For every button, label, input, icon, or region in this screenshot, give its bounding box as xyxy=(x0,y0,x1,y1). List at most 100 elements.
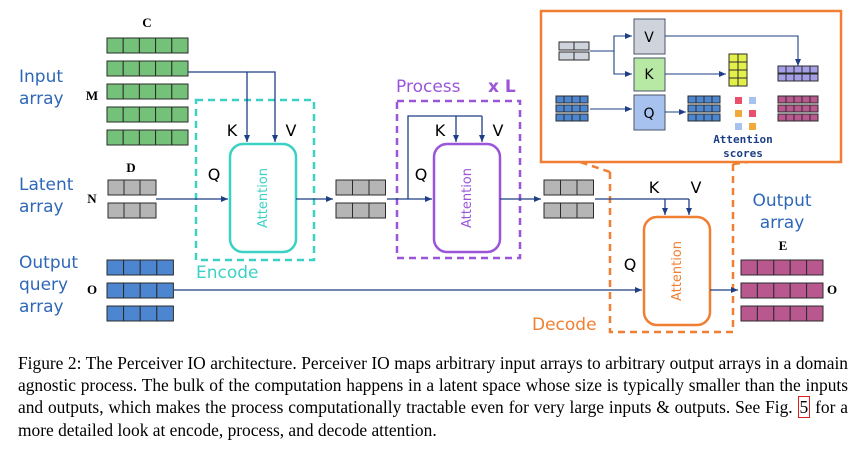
process-attention-block xyxy=(432,142,502,254)
inset-v-box xyxy=(633,18,666,55)
inset-score-cell xyxy=(735,110,742,117)
dim-e-label: E xyxy=(779,238,788,253)
inset-k-out-row xyxy=(728,53,748,63)
inset-v-out-cell xyxy=(793,65,803,74)
inset-v-out-row xyxy=(777,65,819,74)
input-array-cell xyxy=(171,83,189,100)
input-array-row xyxy=(106,106,189,123)
query-array-cell xyxy=(156,305,174,322)
inset-q-input-cell xyxy=(563,113,573,122)
inset-kv-input-row xyxy=(558,51,590,61)
input-array-cell xyxy=(171,37,189,54)
inset-score-cell xyxy=(749,123,756,130)
input-array-cell xyxy=(106,37,124,54)
inset-q-input-cell xyxy=(571,104,581,113)
process-k-label: K xyxy=(435,121,446,140)
inset-v-out-cell xyxy=(809,73,819,82)
inset-score-cell xyxy=(735,123,742,130)
inset-out-cell xyxy=(793,95,803,104)
inset-frame xyxy=(539,9,843,164)
latent-mid1-row xyxy=(335,202,386,219)
input-array-cell xyxy=(122,37,140,54)
caption-text-2: for a more detailed look at encode, proc… xyxy=(18,397,848,440)
inset-out-cell xyxy=(777,113,787,122)
inset-out-cell xyxy=(801,95,811,104)
input-array-row xyxy=(106,83,189,100)
output-array-row xyxy=(740,282,824,299)
query-array-label-3: array xyxy=(19,297,64,317)
inset-k-out-row xyxy=(728,69,748,79)
query-array-row xyxy=(106,259,174,276)
figure-reference-link[interactable]: 5 xyxy=(797,396,811,419)
inset-out-cell xyxy=(809,113,819,122)
latent-mid2-row xyxy=(543,202,594,219)
inset-out-cell xyxy=(801,104,811,113)
latent-array-after-process xyxy=(543,179,594,219)
latent-mid1-cell xyxy=(352,202,370,219)
decode-attention-block xyxy=(642,215,712,327)
inset-q-input-cell xyxy=(579,113,589,122)
process-title: Process xyxy=(396,77,461,97)
inset-q-input-cell xyxy=(555,95,565,104)
inset-q-out-row xyxy=(687,104,721,113)
input-array-grid xyxy=(106,37,189,146)
inset-k-out-row xyxy=(728,61,748,71)
latent-array-after-encode xyxy=(335,179,386,219)
input-array-cell xyxy=(138,129,157,146)
inset-q-input-cell xyxy=(579,95,589,104)
inset-q-input-row xyxy=(555,113,589,122)
input-array-cell xyxy=(122,60,140,77)
inset-k-out-cell xyxy=(737,69,748,79)
decode-attention-label: Attention xyxy=(670,241,685,301)
inset-k-out-cell xyxy=(737,53,748,63)
input-array-cell xyxy=(155,106,173,123)
query-array-label-1: Output xyxy=(19,253,78,273)
output-array-cell xyxy=(756,259,775,276)
input-array-cell xyxy=(138,106,157,123)
latent-mid1-cell xyxy=(335,179,353,196)
input-array-cell xyxy=(122,83,140,100)
inset-v-out-cell xyxy=(809,65,819,74)
inset-q-input-cell xyxy=(563,104,573,113)
arrow-input-to-encode-v xyxy=(247,71,278,142)
inset-v-out-cell xyxy=(785,73,795,82)
latent-mid1-cell xyxy=(368,179,386,196)
output-array-label-1: Output xyxy=(752,191,811,211)
latent-mid2-cell xyxy=(543,179,561,196)
input-array-cell xyxy=(138,60,157,77)
output-array-row xyxy=(740,305,824,322)
query-array-cell xyxy=(156,282,174,299)
inset-k-out-cell xyxy=(728,61,739,71)
query-array-cell xyxy=(106,282,125,299)
inset-v-out-cell xyxy=(777,65,787,74)
inset-q-input-cell xyxy=(571,113,581,122)
decode-q-label: Q xyxy=(624,255,637,274)
latent-array-grid xyxy=(107,179,157,219)
inset-v-out-cell xyxy=(801,73,811,82)
inset-q-out-cell xyxy=(695,95,705,104)
inset-q-out-cell xyxy=(695,104,705,113)
inset-out-cell xyxy=(809,104,819,113)
inset-out-cell xyxy=(793,104,803,113)
input-array-cell xyxy=(155,129,173,146)
output-array-cell xyxy=(740,259,758,276)
inset-q-input-cell xyxy=(571,95,581,104)
encode-k-label: K xyxy=(227,121,238,140)
query-array-grid xyxy=(106,259,174,322)
inset-out-cell xyxy=(785,104,795,113)
dim-d-label: D xyxy=(126,160,135,175)
output-array-cell xyxy=(740,282,758,299)
input-array-cell xyxy=(106,129,124,146)
inset-q-input-cell xyxy=(555,113,565,122)
input-array-cell xyxy=(106,83,124,100)
input-array-row xyxy=(106,37,189,54)
output-array-grid xyxy=(740,259,824,322)
latent-mid1-cell xyxy=(335,202,353,219)
input-array-cell xyxy=(122,129,140,146)
arrow-input-to-encode-k xyxy=(188,71,250,142)
query-array-cell xyxy=(139,282,158,299)
decode-v-label: V xyxy=(691,178,702,197)
input-array-cell xyxy=(106,60,124,77)
output-array-cell xyxy=(773,305,791,322)
input-array-label-2: array xyxy=(19,89,64,109)
